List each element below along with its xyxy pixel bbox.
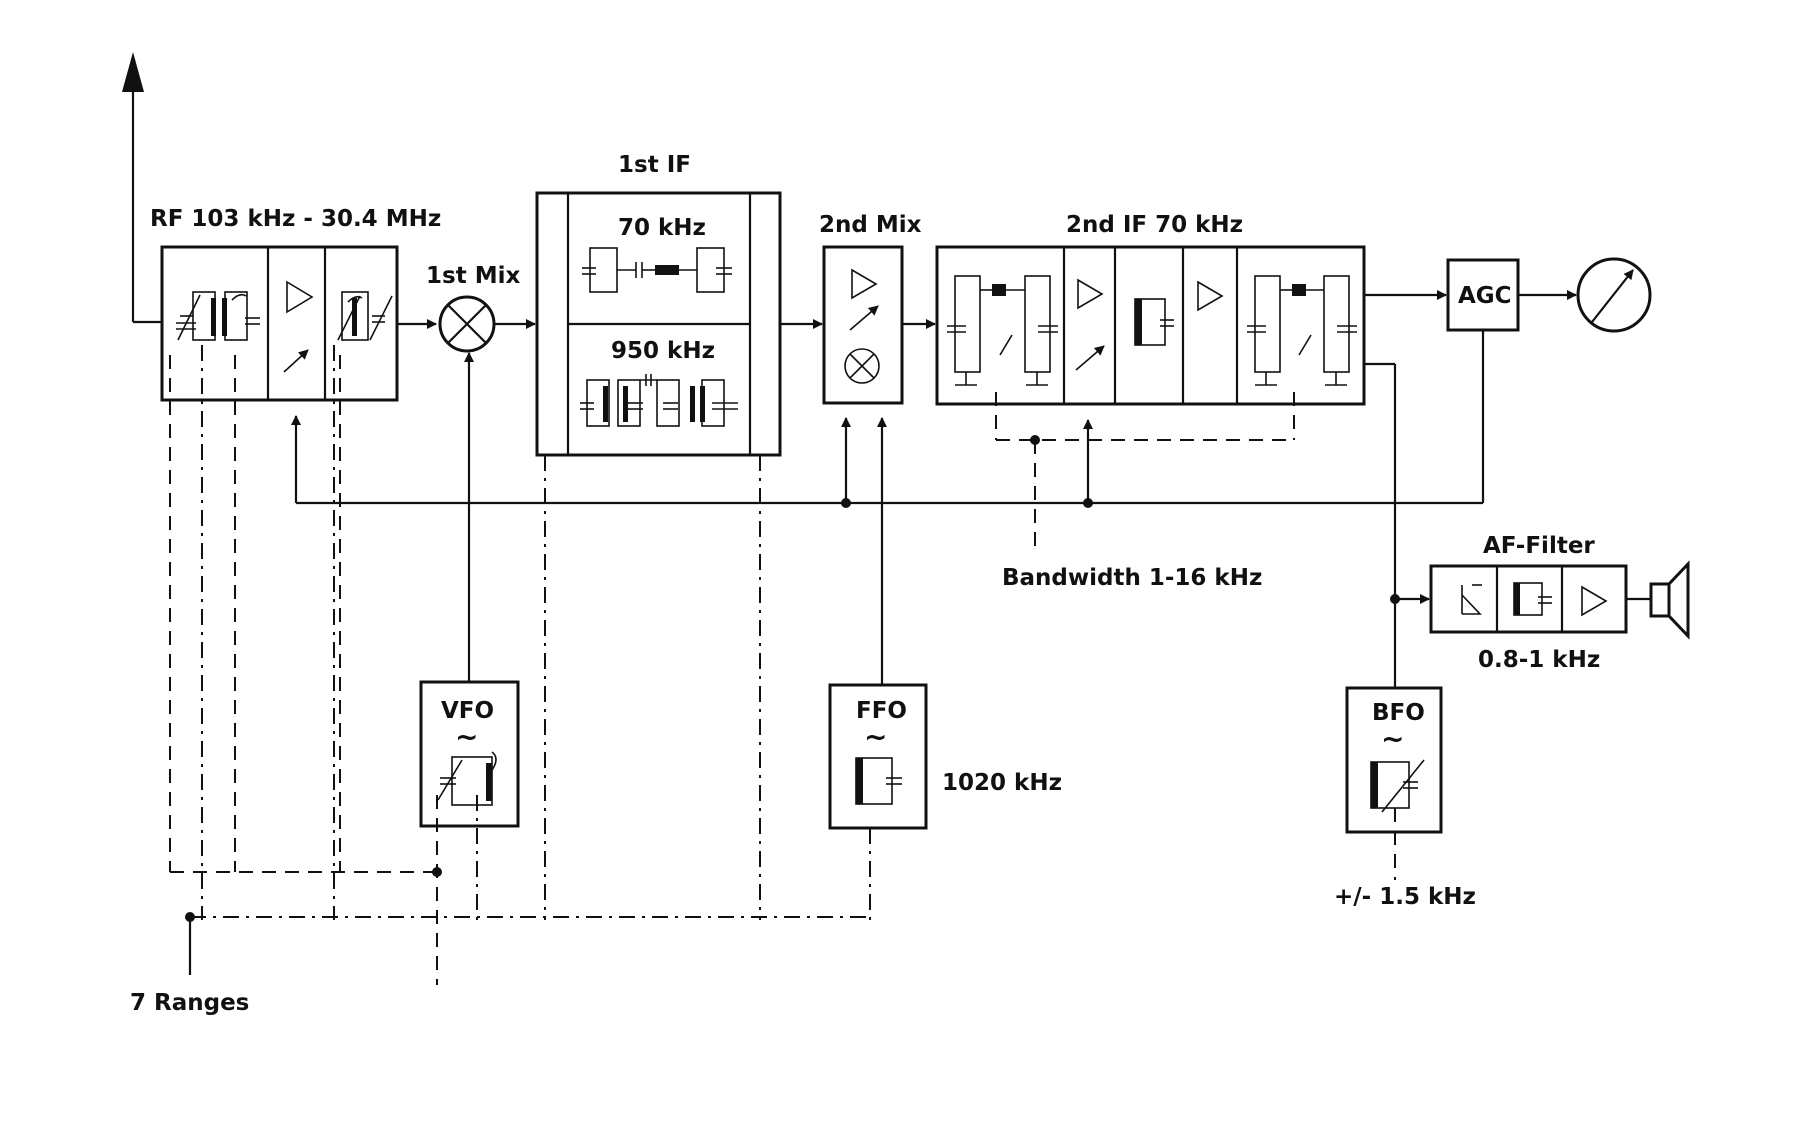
signal-meter-icon	[1576, 257, 1652, 333]
tuned-circuit-icon	[337, 291, 393, 341]
crystal-oscillator-icon	[855, 757, 902, 805]
first-if-label: 1st IF	[618, 152, 691, 178]
gain-control-icon	[283, 349, 309, 373]
af-range-label: 0.8-1 kHz	[1478, 647, 1600, 673]
rf-label: RF 103 kHz - 30.4 MHz	[150, 206, 441, 232]
ffo-block: FFO ~ 1020 kHz	[828, 683, 1062, 830]
vfo-block: VFO ~	[419, 680, 520, 828]
ffo-tilde: ~	[864, 720, 887, 753]
bandwidth-control-line: Bandwidth 1-16 kHz	[995, 392, 1295, 591]
tuned-circuit-icon	[437, 751, 497, 806]
amplifier-icon	[1077, 278, 1104, 310]
amplifier-icon	[851, 268, 878, 300]
demod-path-line	[1364, 362, 1430, 688]
first-mix-label: 1st Mix	[426, 263, 520, 289]
if-950-label: 950 kHz	[611, 338, 715, 364]
filter-950-icon	[580, 374, 738, 427]
filter-70-icon	[582, 247, 732, 293]
bfo-block: BFO ~ +/- 1.5 kHz	[1334, 686, 1476, 910]
speaker-icon	[1626, 560, 1690, 640]
second-mix-label: 2nd Mix	[819, 212, 922, 238]
agc-feedback-line	[291, 330, 1485, 508]
crystal-filter-icon	[1513, 582, 1552, 616]
second-if-block: 2nd IF 70 kHz	[935, 212, 1366, 406]
range-switch-dashdot-lines: 7 Ranges	[130, 345, 871, 1016]
bfo-label: BFO	[1372, 700, 1425, 726]
tuned-circuit-icon	[1370, 759, 1425, 813]
af-filter-block: AF-Filter 0.8-1 kHz	[1429, 533, 1628, 673]
af-filter-label: AF-Filter	[1483, 533, 1595, 559]
first-mixer: 1st Mix	[426, 263, 520, 353]
if-70-label: 70 kHz	[618, 215, 706, 241]
ffo-freq-label: 1020 kHz	[942, 770, 1062, 796]
agc-label: AGC	[1458, 283, 1512, 309]
range-switch-dashed-lines	[169, 355, 442, 985]
second-mixer-block: 2nd Mix	[819, 212, 922, 405]
ffo-label: FFO	[856, 698, 907, 724]
amplifier-icon	[286, 280, 314, 314]
crystal-filter-icon	[1134, 298, 1174, 346]
mixer-icon	[844, 348, 880, 384]
bandwidth-label: Bandwidth 1-16 kHz	[1002, 565, 1262, 591]
tuned-circuit-icon	[176, 291, 260, 341]
vfo-label: VFO	[441, 698, 494, 724]
second-if-label: 2nd IF 70 kHz	[1066, 212, 1243, 238]
amplifier-icon	[1581, 585, 1608, 617]
detector-icon	[1461, 584, 1482, 615]
amplifier-icon	[1197, 280, 1224, 312]
antenna-icon	[122, 52, 162, 324]
bandwidth-filter-icon	[1247, 275, 1357, 386]
ranges-label: 7 Ranges	[130, 990, 249, 1016]
bfo-range-label: +/- 1.5 kHz	[1334, 884, 1476, 910]
bandwidth-filter-icon	[947, 275, 1058, 386]
agc-block: AGC	[1446, 258, 1520, 332]
rf-block: RF 103 kHz - 30.4 MHz	[150, 206, 441, 402]
first-if-block: 1st IF 70 kHz 950 kHz	[535, 152, 782, 457]
vfo-tilde: ~	[455, 720, 478, 753]
bfo-tilde: ~	[1381, 722, 1404, 755]
